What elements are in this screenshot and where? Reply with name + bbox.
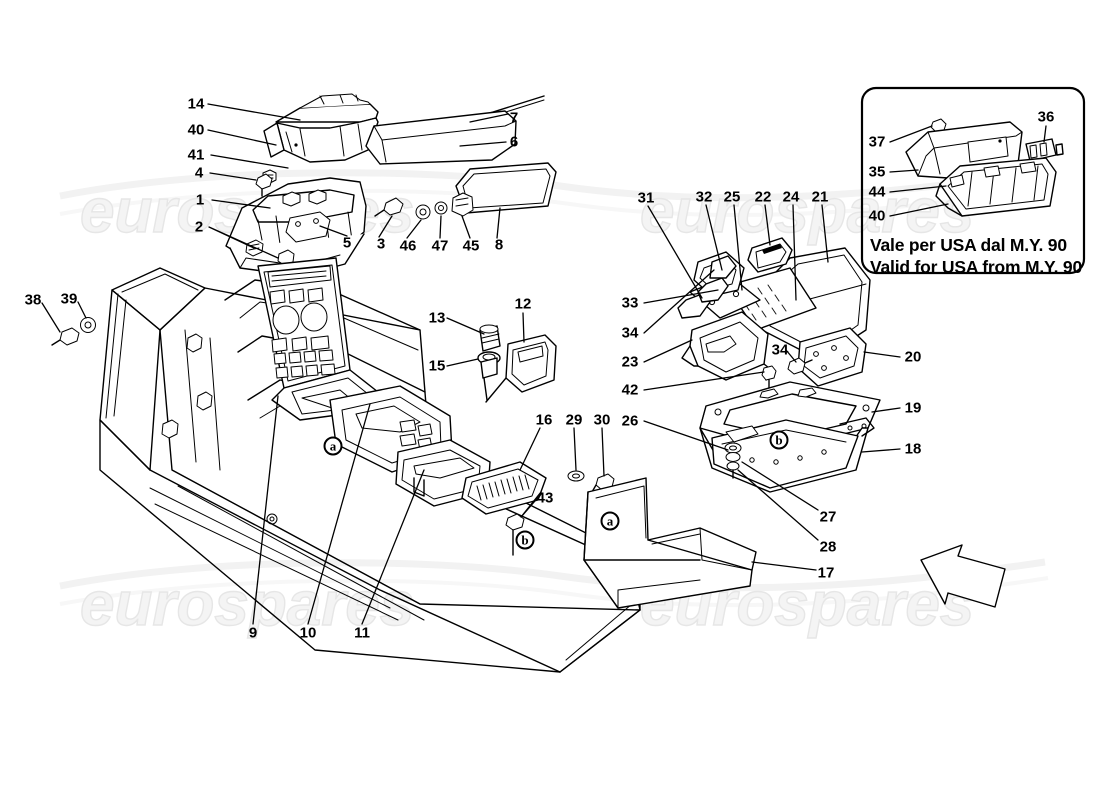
callout-number-7: 7	[509, 109, 519, 127]
callout-number-26: 26	[621, 412, 639, 430]
callout-number-32: 32	[695, 188, 713, 206]
grille-tray-group	[461, 461, 547, 515]
callout-number-21: 21	[811, 188, 829, 206]
callout-number-13: 13	[428, 309, 446, 327]
watermark-text-bottom: eurospares	[80, 570, 414, 639]
callout-number-46: 46	[399, 237, 417, 255]
callout-number-40: 40	[187, 121, 205, 139]
callout-number-35: 35	[868, 163, 886, 181]
callout-number-33: 33	[621, 294, 639, 312]
callout-number-23: 23	[621, 353, 639, 371]
callout-number-30: 30	[593, 411, 611, 429]
callout-number-24: 24	[782, 188, 800, 206]
callout-number-18: 18	[904, 440, 922, 458]
callout-number-2: 2	[194, 218, 204, 236]
callout-number-12: 12	[514, 295, 532, 313]
callout-number-9: 9	[248, 624, 258, 642]
console-box-group	[699, 365, 881, 493]
inset-note-line-2: Valid for USA from M.Y. 90	[870, 257, 1082, 277]
callout-number-29: 29	[565, 411, 583, 429]
direction-arrow	[920, 544, 1006, 608]
callout-number-37: 37	[868, 133, 886, 151]
callout-number-16: 16	[535, 411, 553, 429]
callout-number-31: 31	[637, 189, 655, 207]
watermark-text-bottom-right: eurospares	[640, 570, 974, 639]
tunnel-fastener-group	[505, 493, 542, 556]
reference-marker-b: b	[515, 530, 535, 550]
reference-marker-b: b	[769, 430, 789, 450]
callout-number-22: 22	[754, 188, 772, 206]
usa-variant-inset-box	[860, 86, 1086, 275]
callout-number-6: 6	[509, 133, 519, 151]
callout-number-19: 19	[904, 399, 922, 417]
reference-marker-a: a	[600, 511, 620, 531]
callout-number-27: 27	[819, 508, 837, 526]
callout-number-17: 17	[817, 564, 835, 582]
callout-number-4: 4	[194, 164, 204, 182]
callout-number-25: 25	[723, 188, 741, 206]
callout-number-8: 8	[494, 236, 504, 254]
callout-number-11: 11	[354, 624, 370, 642]
watermark-swoosh-top	[59, 168, 1046, 218]
callout-number-28: 28	[819, 538, 837, 556]
callout-number-15: 15	[428, 357, 446, 375]
callout-number-41: 41	[187, 146, 205, 164]
storage-bin-group	[567, 470, 757, 609]
callout-number-14: 14	[187, 95, 205, 113]
callout-number-39: 39	[60, 290, 78, 308]
callout-number-1: 1	[195, 191, 205, 209]
leader-lines	[41, 103, 901, 625]
reference-marker-a: a	[323, 436, 343, 456]
callout-number-45: 45	[462, 237, 480, 255]
callout-number-36: 36	[1037, 108, 1055, 126]
callout-number-40: 40	[868, 207, 886, 225]
glovebox-upper-trim-group	[262, 93, 557, 214]
armrest-assembly-group	[677, 237, 871, 387]
callout-number-42: 42	[621, 381, 639, 399]
callout-number-43: 43	[536, 489, 554, 507]
callout-number-3: 3	[376, 235, 386, 253]
callout-number-20: 20	[904, 348, 922, 366]
switch-panel-group	[257, 257, 379, 421]
callout-number-34: 34	[621, 324, 639, 342]
callout-number-38: 38	[24, 291, 42, 309]
callout-number-34: 34	[771, 341, 789, 359]
callout-number-44: 44	[868, 183, 886, 201]
callout-number-47: 47	[431, 237, 449, 255]
watermark-swoosh-bottom	[59, 558, 1049, 608]
inset-note-line-1: Vale per USA dal M.Y. 90	[870, 235, 1067, 255]
lighter-socket-group	[477, 324, 557, 403]
callout-number-5: 5	[342, 234, 352, 252]
callout-number-10: 10	[299, 624, 317, 642]
